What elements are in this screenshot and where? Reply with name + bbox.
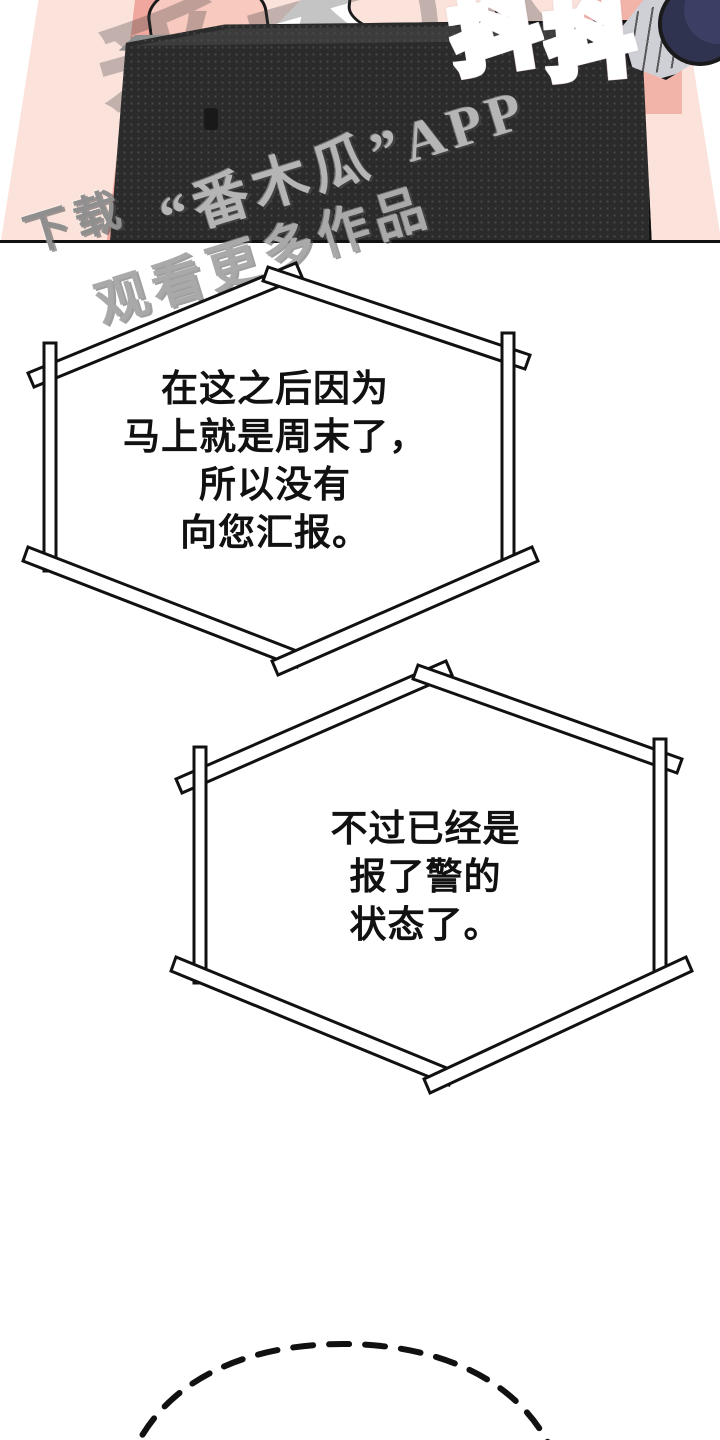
watch-face-icon (658, 0, 720, 66)
dashed-thought-bubble (108, 1338, 578, 1440)
speech-bubble-2-text: 不过已经是 报了警的 状态了。 (330, 808, 521, 946)
halftone-texture (109, 23, 649, 240)
illustration-panel: 番木瓜 抖 抖 (0, 0, 720, 243)
speech-bubble-1: 在这之后因为 马上就是周末了， 所以没有 向您汇报。 (10, 255, 540, 677)
speech-bubble-2: 不过已经是 报了警的 状态了。 (158, 655, 694, 1096)
speech-bubble-1-text: 在这之后因为 马上就是周末了， 所以没有 向您汇报。 (123, 368, 427, 554)
laptop-logo-icon (204, 108, 218, 130)
laptop-screen-glare (133, 25, 646, 46)
laptop-screen (109, 20, 652, 240)
watch-dial (684, 0, 720, 44)
